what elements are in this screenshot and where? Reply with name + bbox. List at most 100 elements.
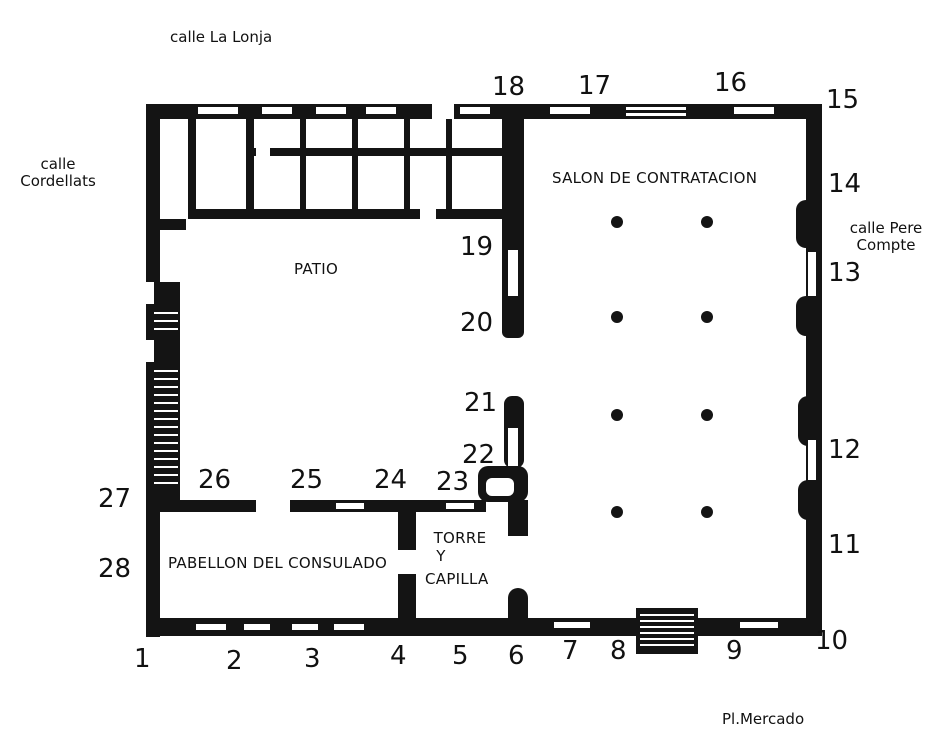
pabellon-east-wall-upper (398, 500, 416, 550)
street-label-south: Pl.Mercado (722, 710, 805, 728)
column (701, 216, 713, 228)
opening-number: 25 (290, 465, 324, 495)
door (432, 104, 454, 119)
window (446, 503, 474, 509)
chapel-wall (508, 598, 528, 622)
opening-number: 16 (714, 68, 748, 98)
stair-step (640, 620, 694, 622)
window (734, 107, 774, 114)
opening-number: 22 (462, 440, 496, 470)
opening-number: 28 (98, 554, 132, 584)
column (611, 216, 623, 228)
window (550, 107, 590, 114)
north-rooms-wall (146, 209, 502, 219)
window (336, 503, 364, 509)
north-rooms-partition (246, 148, 502, 156)
stair-step (640, 632, 694, 634)
window (198, 107, 238, 114)
partition (188, 118, 196, 213)
window (262, 107, 292, 114)
opening-number: 23 (436, 467, 470, 497)
stair-step (640, 638, 694, 640)
stair-step (154, 458, 178, 460)
stair-step (154, 320, 178, 322)
door (160, 209, 188, 219)
opening-number: 14 (828, 169, 862, 199)
door (256, 148, 270, 156)
opening-number: 6 (508, 641, 525, 671)
column (611, 311, 623, 323)
stair-step (154, 426, 178, 428)
stair-step (154, 482, 178, 484)
column (701, 311, 713, 323)
opening-number: 12 (828, 435, 862, 465)
window (508, 428, 518, 466)
stair-step (154, 328, 178, 330)
stair-step (154, 474, 178, 476)
tower-niche (486, 478, 514, 496)
stair-step (640, 626, 694, 628)
room-label-capilla: CAPILLA (425, 570, 489, 588)
opening-number: 13 (828, 258, 862, 288)
window (146, 282, 154, 304)
door (420, 209, 436, 219)
staircase-block (146, 282, 180, 502)
window (808, 440, 816, 480)
window (196, 624, 226, 630)
opening-number: 4 (390, 641, 407, 671)
room-label-torre: TORRE (433, 529, 487, 547)
window (292, 624, 318, 630)
room-label-pabellon: PABELLON DEL CONSULADO (168, 554, 388, 572)
opening-number: 10 (815, 626, 849, 656)
tower-east-wall (508, 500, 528, 536)
opening-number: 7 (562, 636, 579, 666)
column (611, 409, 623, 421)
stair-step (154, 442, 178, 444)
opening-number: 1 (134, 644, 151, 674)
opening-number: 27 (98, 484, 132, 514)
partition (404, 118, 410, 213)
opening-number: 5 (452, 641, 469, 671)
east-jamb (796, 200, 822, 248)
opening-number: 2 (226, 646, 243, 676)
stair-step (154, 394, 178, 396)
opening-number: 24 (374, 465, 408, 495)
window (146, 340, 154, 362)
stair-step (154, 418, 178, 420)
opening-number: 11 (828, 530, 862, 560)
stair-step (154, 410, 178, 412)
east-jamb (798, 480, 822, 520)
openings-in-walls (146, 104, 816, 646)
portal-stripe (626, 107, 686, 110)
window (740, 622, 778, 628)
east-wall (806, 104, 822, 630)
stair-step (154, 402, 178, 404)
opening-number: 15 (826, 85, 860, 115)
partition (246, 118, 254, 213)
stair-step (154, 434, 178, 436)
stair-step (640, 614, 694, 616)
column (701, 506, 713, 518)
stair-step (154, 450, 178, 452)
room-label-torre-y: Y (436, 547, 446, 565)
opening-number: 8 (610, 636, 627, 666)
room-label-patio: PATIO (294, 260, 339, 278)
east-jamb (796, 296, 822, 336)
room-label-salon: SALON DE CONTRATACION (552, 169, 758, 187)
street-label-west: calle Cordellats (20, 155, 96, 190)
window (460, 107, 490, 114)
window (808, 252, 816, 296)
column (701, 409, 713, 421)
opening-number: 17 (578, 71, 612, 101)
stair-step (640, 644, 694, 646)
stair-step (154, 466, 178, 468)
pabellon-north-wall-west (160, 500, 256, 512)
salon-columns (611, 216, 713, 518)
partition (300, 118, 306, 213)
pabellon-east-wall-lower (398, 574, 416, 624)
opening-number: 9 (726, 636, 743, 666)
window (554, 622, 590, 628)
east-jamb (798, 396, 822, 446)
partition (446, 118, 452, 213)
